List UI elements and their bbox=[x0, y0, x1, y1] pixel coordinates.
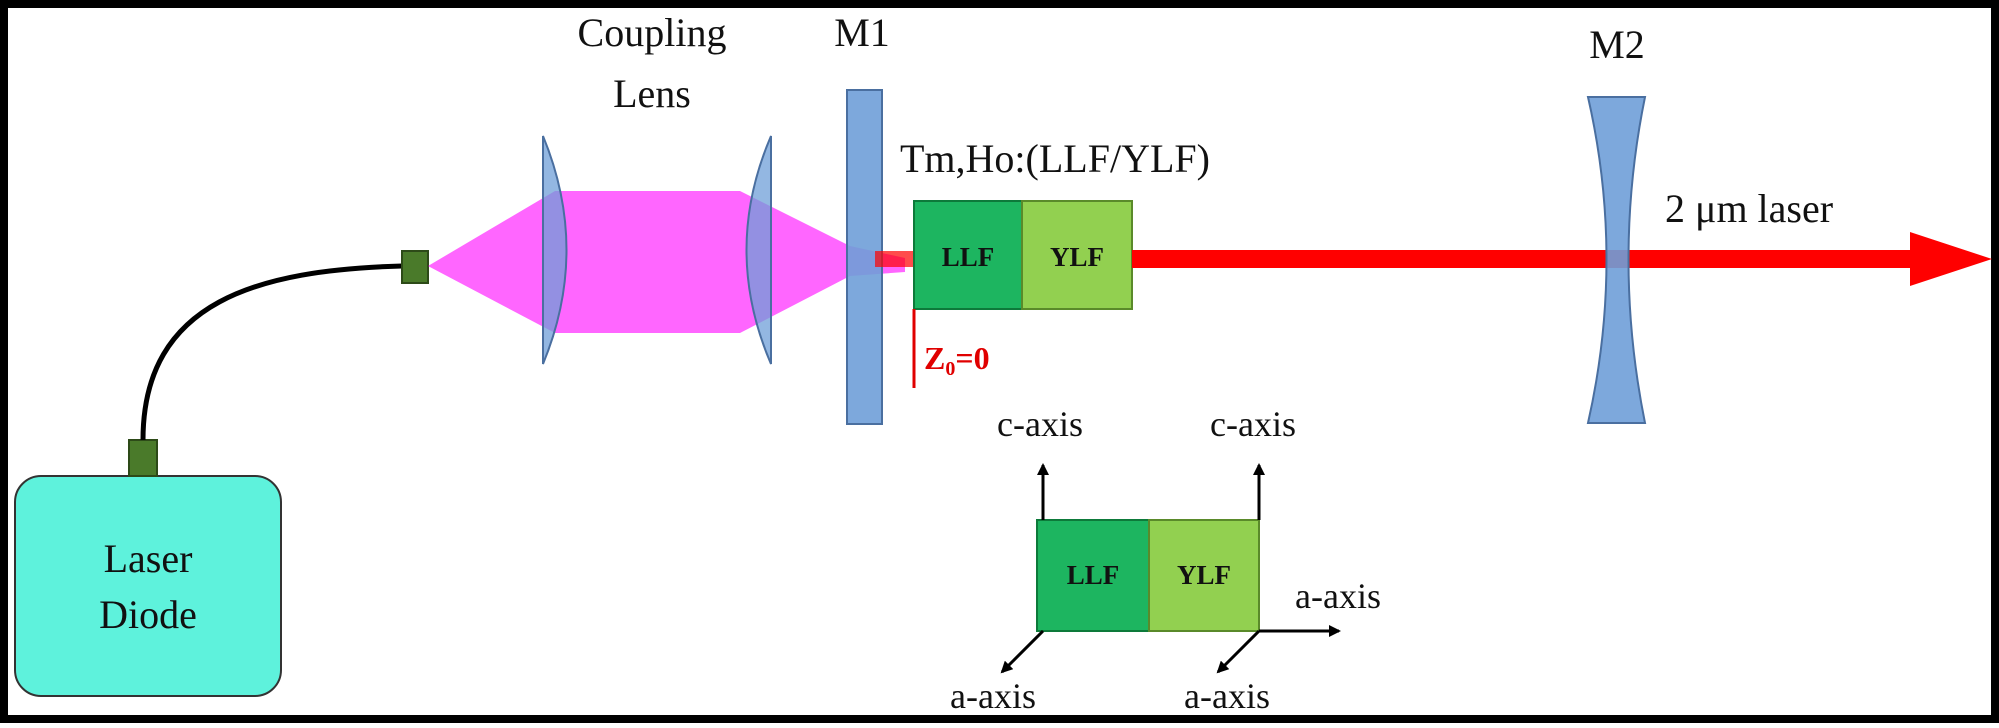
crystal-ylf-label: YLF bbox=[1050, 242, 1104, 272]
z0-label: Z0=0 bbox=[924, 340, 990, 380]
laser-diode-label-line1: Laser bbox=[104, 536, 193, 581]
laser-beam-arrowhead bbox=[1910, 232, 1992, 286]
a-axis-arrow-diagonal-ylf bbox=[1216, 629, 1261, 674]
crystal-llf-label: LLF bbox=[942, 242, 995, 272]
coupling-lens-1 bbox=[542, 135, 568, 365]
inset-crystal-ylf bbox=[1148, 519, 1260, 632]
mirror-m2-label: M2 bbox=[1589, 22, 1645, 67]
inset-llf-label: LLF bbox=[1067, 560, 1120, 590]
coupling-lens-2 bbox=[745, 135, 772, 365]
mirror-m2 bbox=[1586, 96, 1647, 424]
coupling-lens-label-line1: Coupling bbox=[578, 10, 727, 55]
coupling-lens-label-line2: Lens bbox=[613, 71, 691, 116]
c-axis-label-ylf: c-axis bbox=[1210, 404, 1296, 444]
svg-text:Z0=0: Z0=0 bbox=[924, 340, 990, 380]
optical-fiber bbox=[140, 263, 403, 441]
mirror-m1-label: M1 bbox=[834, 10, 890, 55]
z0-value: =0 bbox=[955, 340, 989, 376]
inset-ylf-label: YLF bbox=[1177, 560, 1231, 590]
a-axis-label-diagonal-llf: a-axis bbox=[950, 676, 1036, 716]
laser-output-label: 2 μm laser bbox=[1665, 186, 1833, 231]
z0-subscript: 0 bbox=[945, 358, 955, 380]
laser-diode-box bbox=[14, 475, 282, 697]
laser-beam-output bbox=[1132, 250, 1917, 268]
a-axis-arrow-diagonal-llf bbox=[1000, 629, 1045, 674]
fiber-output-connector bbox=[401, 250, 429, 284]
a-axis-label-horizontal: a-axis bbox=[1295, 576, 1381, 616]
c-axis-label-llf: c-axis bbox=[997, 404, 1083, 444]
laser-diode-label-line2: Diode bbox=[99, 592, 197, 637]
pump-beam bbox=[428, 191, 905, 333]
crystal-label: Tm,Ho:(LLF/YLF) bbox=[900, 136, 1210, 181]
z0-letter: Z bbox=[924, 340, 945, 376]
a-axis-label-diagonal-ylf: a-axis bbox=[1184, 676, 1270, 716]
crystal-llf bbox=[913, 200, 1023, 310]
diode-fiber-connector bbox=[128, 439, 158, 477]
